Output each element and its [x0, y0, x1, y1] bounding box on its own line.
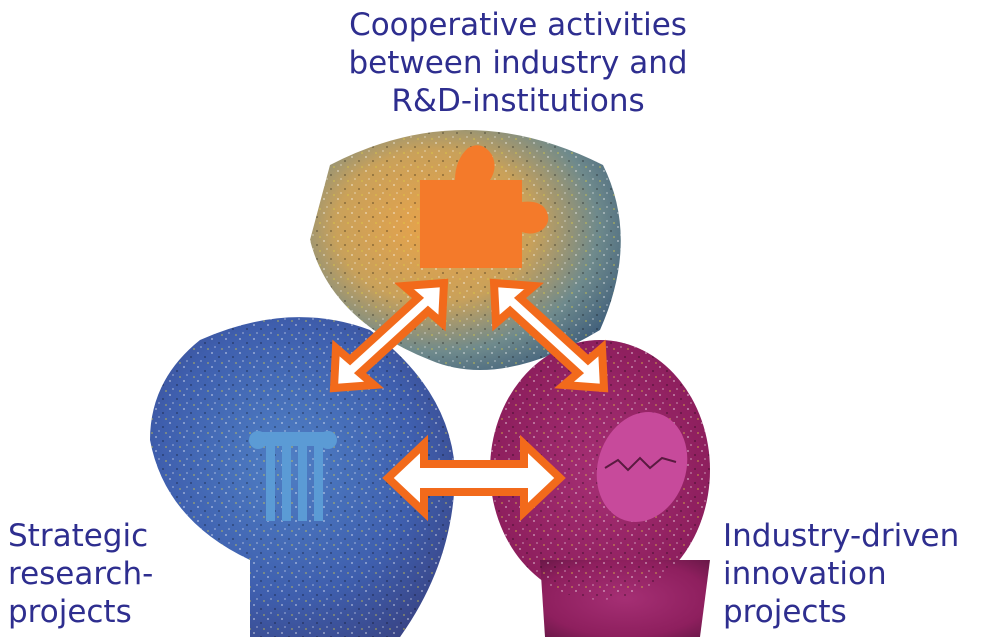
top-label-line: Cooperative activities — [349, 7, 687, 43]
left-label-line: Strategic — [8, 518, 149, 554]
left-label: Strategic research- projects — [8, 517, 153, 631]
arrow-top-right — [489, 278, 609, 393]
top-label-line: R&D-institutions — [391, 83, 645, 119]
right-label-line: projects — [723, 594, 847, 630]
left-label-line: research- — [8, 556, 154, 592]
left-label-line: projects — [8, 594, 132, 630]
arrow-top-left — [329, 278, 449, 393]
right-label: Industry-driven innovation projects — [723, 517, 959, 631]
right-label-line: Industry-driven — [723, 518, 960, 554]
pillar-icon — [249, 431, 337, 521]
cracked-egg-icon — [596, 412, 688, 522]
arrow-bottom — [382, 434, 566, 522]
right-label-line: innovation — [723, 556, 887, 592]
top-label: Cooperative activities between industry … — [0, 6, 986, 120]
top-label-line: between industry and — [348, 45, 688, 81]
puzzle-piece-icon — [420, 145, 549, 268]
